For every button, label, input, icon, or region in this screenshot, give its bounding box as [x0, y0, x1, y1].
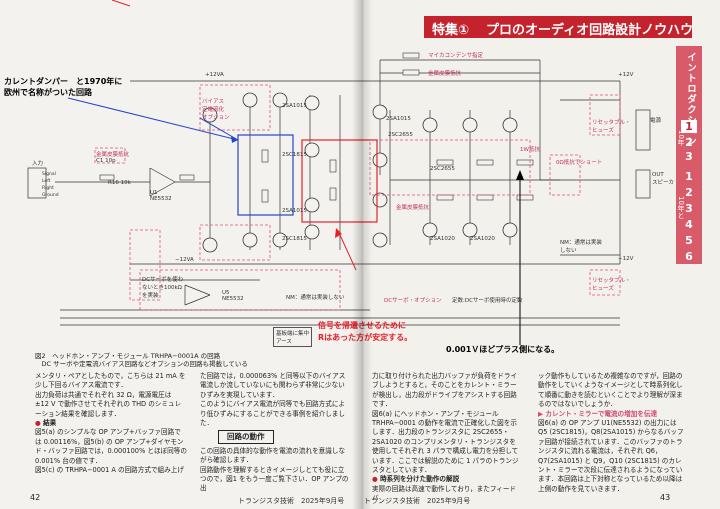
left-page — [0, 0, 362, 509]
sub-label: 10年 — [677, 130, 685, 146]
label-q-2sa1020-b: 2SA1020 — [470, 236, 495, 242]
label-q-2sc1815-b: 2SC1815 — [282, 236, 307, 242]
label-q-2sc1815: 2SC1815 — [282, 152, 307, 158]
chapter-marker: 2 — [685, 136, 693, 149]
schematic-labels: +12VA −12VA +12V −12V 入力 Signal Left Rig… — [32, 53, 675, 347]
label-power: 電源 — [650, 118, 662, 124]
section-heading-text: 結果 — [43, 419, 57, 428]
annotation-offset-note: 0.001Ｖほどプラス側になる。 — [446, 345, 560, 354]
schematic-diagram — [27, 0, 651, 345]
paragraph: このようにバイアス電流が同等でも回路方式により低ひずみにすることができる事例を紹… — [200, 400, 346, 428]
paragraph: 図5(a) のシンプルな OP アンプ+バッファ回路では 0.00116%，図5… — [35, 428, 187, 465]
section-heading: ● 時系列を分けた動作の解説 — [372, 475, 460, 484]
label-vcc-neg-out: −12V — [618, 256, 634, 262]
right-page — [362, 0, 720, 509]
chapter-header: 特集① プロのオーディオ回路設計ノウハウ — [424, 16, 694, 38]
label-mica-note: マイカコンデンサ指定 — [428, 53, 484, 59]
right-column-1: 力に取り付けられた出力バッファが負荷をドライブしようとすると，そのことをカレント… — [372, 372, 522, 504]
figure-caption: 図2 ヘッドホン・アンプ・モジュール TRHPA−0001A の回路 DC サー… — [35, 352, 248, 368]
paragraph: 図6(a) にヘッドホン・アンプ・モジュール TRHPA−0001 の動作を電流… — [372, 409, 519, 475]
chapter-marker: 4 — [685, 218, 693, 231]
vertical-title: イントロダクション — [685, 52, 696, 147]
chapter-index-tab: イントロダクション 1 2 3 1 2 3 4 5 6 10年 10年と — [676, 46, 702, 264]
label-right: Right — [42, 186, 54, 191]
label-metal-3: 金属皮膜抵抗 — [396, 205, 430, 211]
label-1w: 1W抵抗 — [520, 147, 540, 153]
section-heading: ▶ カレント・ミラーで電流の増加を伝達 — [538, 409, 658, 418]
label-input: 入力 — [32, 161, 44, 167]
section-box-heading: 回路の動作 — [218, 430, 274, 444]
label-nm-note-2: NM：通常は実装 しない — [560, 240, 602, 254]
magazine-footer-left: トランジスタ技術 2025年9月号 — [238, 497, 345, 505]
chapter-marker: 5 — [685, 234, 693, 247]
magazine-footer-right: トランジスタ技術 2025年9月号 — [364, 497, 471, 505]
label-fuse-1: リセッタブル・ ヒューズ — [592, 120, 631, 134]
annotation-current-dumper: カレントダンパー と1970年に欧州で名称がついた回路 — [4, 77, 123, 97]
label-q-2sc2655-b: 2SC2655 — [430, 166, 455, 172]
label-opamp-u5: U5 NE5532 — [222, 290, 244, 302]
chapter-tag: 特集① — [432, 23, 470, 38]
paragraph: 出力負荷は共通でそれぞれ 32 Ω，電源電圧は ±12 V で動作させてそれぞれ… — [35, 390, 182, 418]
paragraph: この回路の具体的な動作を電流の流れを意識しながら確認します． — [200, 446, 346, 465]
right-column-2: ック動作もしているため複雑なのですが，回路の動作をしていくようなイメージとして時… — [538, 372, 688, 494]
paragraph: 実際の回路は高速で動作しており，またフィードバ — [372, 484, 517, 503]
label-opamp-u1: U1 NE5532 — [150, 190, 172, 202]
label-signal: Signal — [42, 172, 56, 177]
label-nm-note: NM：通常は実装しない — [286, 295, 345, 301]
chapter-marker: 1 — [681, 120, 697, 133]
label-dc-servo-option: DCサーボ・オプション — [384, 298, 442, 304]
label-r16: R16 10k — [108, 180, 131, 186]
chapter-marker: 1 — [685, 170, 693, 183]
paragraph: ック動作もしているため複雑なのですが，回路の動作をしていくようなイメージとして時… — [538, 372, 683, 409]
paragraph: 図5(c) の TRHPA−0001 A の回路方式で組み上げ — [35, 466, 184, 475]
label-bias-option: バイアス 定電流化 オプション — [202, 99, 230, 121]
left-column-1: メンタリ・ペアとしたもので，こちらは 21 mA を少し下回るバイアス電流です．… — [35, 372, 187, 475]
paragraph: た回路では，0.000063% と同等以下のバイアス電流しか流していないにも関わ… — [200, 372, 346, 399]
label-vcc-pos-out: +12V — [618, 72, 634, 78]
chapter-marker: 2 — [685, 186, 693, 199]
chapter-marker: 3 — [685, 150, 693, 163]
paragraph: 力に取り付けられた出力バッファが負荷をドライブしようとすると，そのことをカレント… — [372, 372, 518, 409]
label-q-2sa1020: 2SA1020 — [430, 236, 455, 242]
label-dc-servo: DCサーボを使わ ないとき100kΩ を実装 — [142, 277, 184, 299]
label-dc-note: 定数:DCサーボ使用時の定数 — [452, 298, 523, 304]
label-vcc-neg: −12VA — [175, 257, 194, 263]
label-ground: Ground — [42, 193, 59, 198]
label-metal-2: 金属皮膜抵抗 — [428, 71, 462, 77]
chapter-marker: 6 — [685, 250, 693, 263]
paragraph: メンタリ・ペアとしたもので，こちらは 21 mA を少し下回るバイアス電流です． — [35, 372, 186, 390]
page-number-right: 43 — [660, 493, 671, 502]
label-left: Left — [42, 179, 51, 184]
label-q-2sa1015-c: 2SA1015 — [386, 116, 411, 122]
label-q-2sa1015: 2SA1015 — [282, 103, 307, 109]
left-column-2: た回路では，0.000063% と同等以下のバイアス電流しか流していないにも関わ… — [200, 372, 350, 494]
label-0-ohm: 0Ω抵抗でショート — [556, 160, 603, 166]
label-q-2sa1015-b: 2SA1015 — [282, 208, 307, 214]
label-star-ground: 基板端に集中 アース — [273, 327, 313, 347]
section-heading-text: カレント・ミラーで電流の増加を伝達 — [545, 409, 658, 418]
page-number-left: 42 — [30, 493, 41, 502]
sub-label: 10年と — [677, 196, 685, 219]
section-heading-text: 時系列を分けた動作の解説 — [380, 475, 460, 484]
label-fuse-2: リセッタブル・ ヒューズ — [592, 278, 631, 292]
paragraph: 回路動作を理解するときイメージしとても役に立つので，図1 をもう一度ご覧下さい．… — [200, 465, 349, 493]
chapter-title: プロのオーディオ回路設計ノウハウ — [486, 23, 694, 38]
label-vcc-pos: +12VA — [205, 72, 224, 78]
section-heading: ● 結果 — [35, 419, 57, 428]
label-q-2sc2655: 2SC2655 — [388, 132, 413, 138]
paragraph: 図6(a) の OP アンプ U1(NE5532) の出力には Q5 (2SC1… — [538, 419, 684, 493]
annotation-feedback-note: 信号を帰還させるために Rはあった方が安定する。 — [318, 321, 413, 342]
label-metal-1: 金属皮膜抵抗 — [96, 152, 130, 158]
chapter-marker: 3 — [685, 202, 693, 215]
label-speaker: OUT スピーカ — [652, 172, 675, 186]
label-c1: C1 10p — [96, 158, 116, 164]
